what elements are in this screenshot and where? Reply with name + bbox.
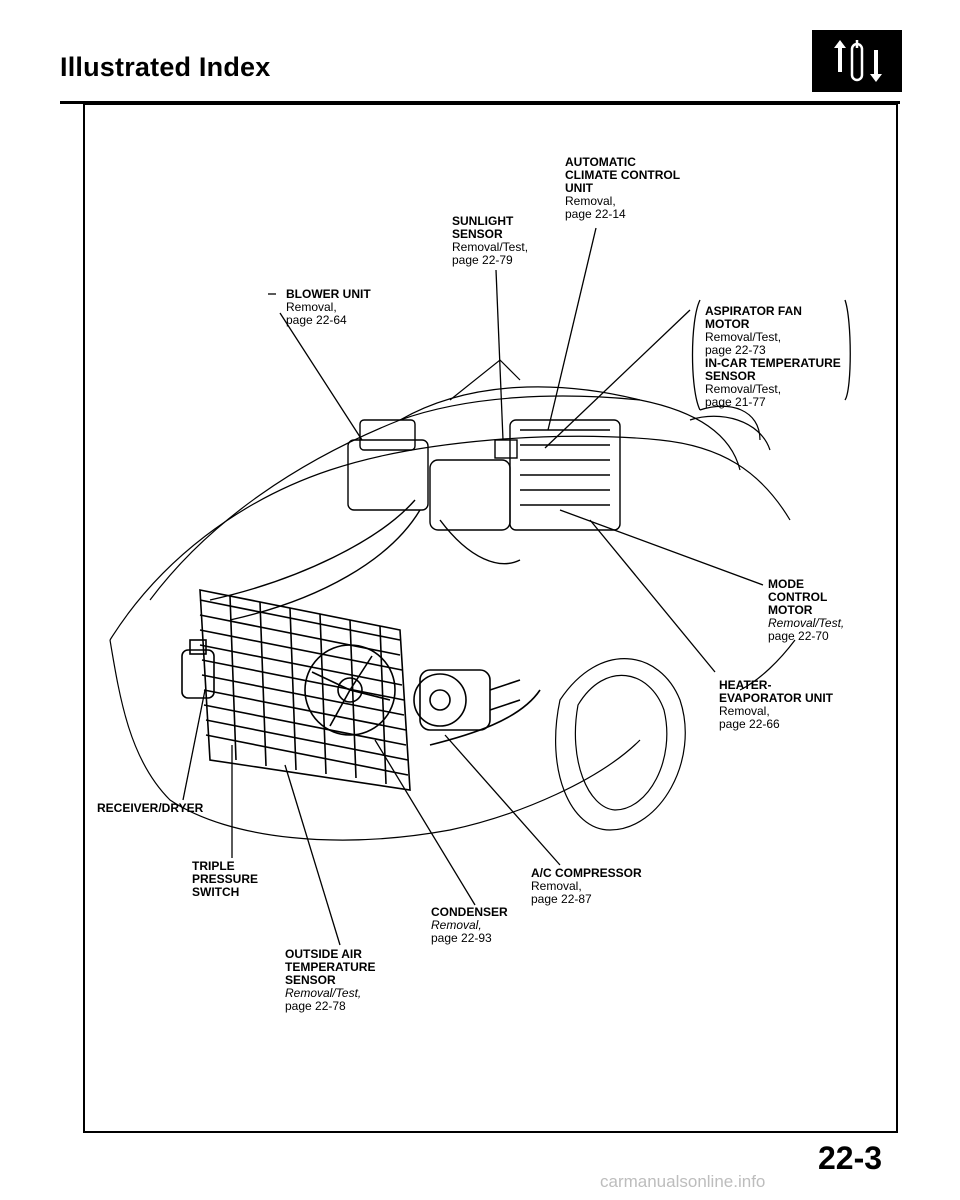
ac-system-section-icon <box>812 30 902 92</box>
label-heater-evaporator-unit: HEATER- EVAPORATOR UNIT Removal, page 22… <box>719 678 834 731</box>
label-blower-unit: BLOWER UNIT Removal, page 22-64 <box>286 287 371 327</box>
label-mode-control-motor: MODE CONTROL MOTOR Removal/Test, page 22… <box>768 577 845 643</box>
label-automatic-climate-control-unit: AUTOMATIC CLIMATE CONTROL UNIT Removal, … <box>565 155 681 221</box>
watermark: carmanualsonline.info <box>600 1172 766 1191</box>
label-condenser: CONDENSER Removal, page 22-93 <box>431 905 508 945</box>
header-rule <box>60 101 900 104</box>
page-number: 22-3 <box>818 1140 883 1176</box>
page-title: Illustrated Index <box>60 52 271 82</box>
label-triple-pressure-switch: TRIPLE PRESSURE SWITCH <box>192 859 259 899</box>
label-outside-air-temperature-sensor: OUTSIDE AIR TEMPERATURE SENSOR Removal/T… <box>285 947 376 1013</box>
label-receiver-dryer: RECEIVER/DRYER <box>97 801 204 815</box>
label-sunlight-sensor: SUNLIGHT SENSOR Removal/Test, page 22-79 <box>452 214 529 267</box>
label-ac-compressor: A/C COMPRESSOR Removal, page 22-87 <box>531 866 642 906</box>
label-aspirator-fan-motor: ASPIRATOR FAN MOTOR Removal/Test, page 2… <box>705 304 802 357</box>
illustration-frame <box>83 103 898 1133</box>
label-in-car-temperature-sensor: IN-CAR TEMPERATURE SENSOR Removal/Test, … <box>705 356 841 409</box>
